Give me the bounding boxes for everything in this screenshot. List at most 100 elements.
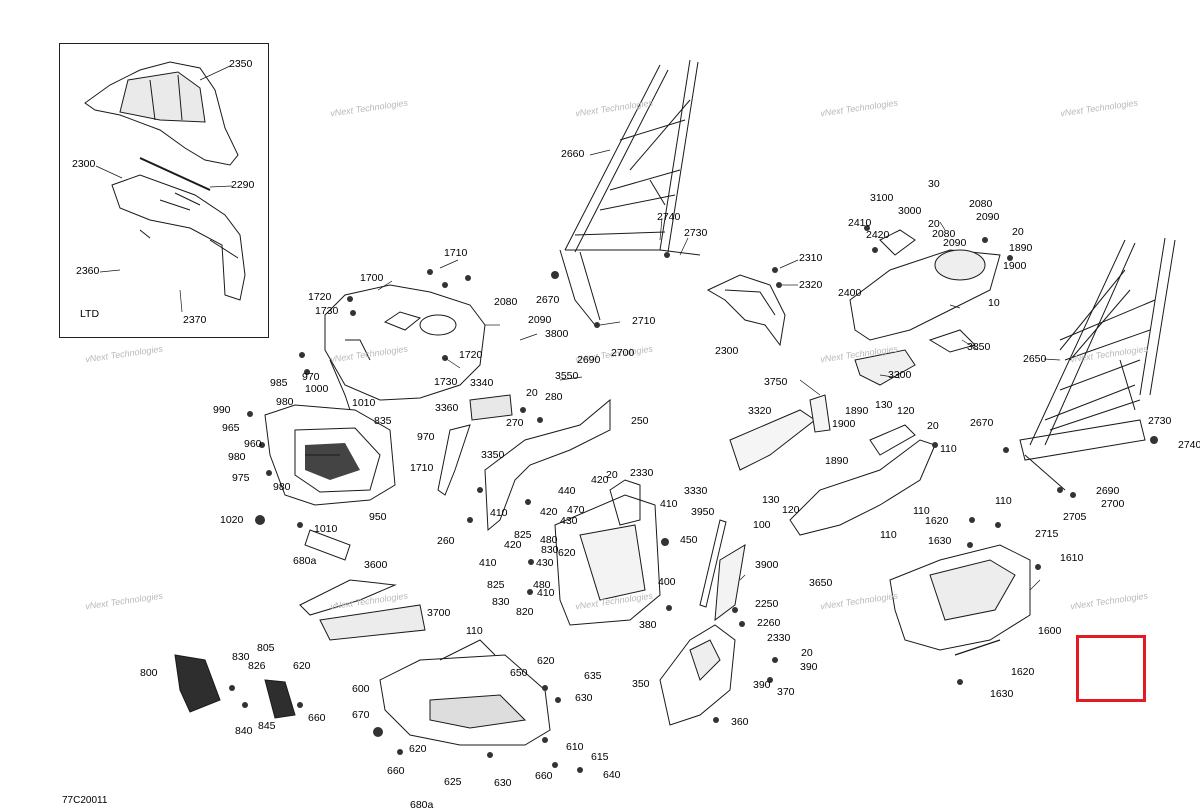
part-callout[interactable]: 130 bbox=[875, 399, 893, 411]
part-callout[interactable]: 960 bbox=[244, 438, 262, 450]
part-callout[interactable]: 390 bbox=[800, 661, 818, 673]
part-callout[interactable]: 950 bbox=[369, 511, 387, 523]
part-callout[interactable]: 625 bbox=[444, 776, 462, 788]
part-callout[interactable]: 620 bbox=[293, 660, 311, 672]
part-callout[interactable]: 1890 bbox=[845, 405, 869, 417]
part-callout[interactable]: 660 bbox=[535, 770, 553, 782]
part-callout[interactable]: 2690 bbox=[1096, 485, 1120, 497]
part-callout[interactable]: 2650 bbox=[1023, 353, 1047, 365]
part-callout[interactable]: 2300 bbox=[72, 158, 96, 170]
part-callout[interactable]: 20 bbox=[801, 647, 813, 659]
part-callout[interactable]: 260 bbox=[437, 535, 455, 547]
part-callout[interactable]: 1620 bbox=[1011, 666, 1035, 678]
part-callout[interactable]: 1890 bbox=[1009, 242, 1033, 254]
part-callout[interactable]: 2310 bbox=[799, 252, 823, 264]
part-callout[interactable]: 820 bbox=[516, 606, 534, 618]
part-callout[interactable]: 620 bbox=[558, 547, 576, 559]
part-callout[interactable]: 110 bbox=[913, 505, 930, 517]
part-callout[interactable]: 420 bbox=[504, 539, 522, 551]
part-callout[interactable]: 1610 bbox=[1060, 552, 1084, 564]
part-callout[interactable]: 2420 bbox=[866, 229, 890, 241]
part-callout[interactable]: 2670 bbox=[536, 294, 560, 306]
part-callout[interactable]: 845 bbox=[258, 720, 276, 732]
part-callout[interactable]: 1730 bbox=[434, 376, 458, 388]
part-callout[interactable]: 2670 bbox=[970, 417, 994, 429]
part-callout[interactable]: 2700 bbox=[611, 347, 635, 359]
part-callout[interactable]: 470 bbox=[567, 504, 585, 516]
part-callout[interactable]: 620 bbox=[537, 655, 555, 667]
part-callout[interactable]: 3850 bbox=[967, 341, 991, 353]
part-callout[interactable]: 430 bbox=[536, 557, 554, 569]
part-callout[interactable]: 830 bbox=[232, 651, 250, 663]
part-callout[interactable]: 2370 bbox=[183, 314, 207, 326]
part-callout[interactable]: 1700 bbox=[360, 272, 384, 284]
part-callout[interactable]: 1600 bbox=[1038, 625, 1062, 637]
part-callout[interactable]: 620 bbox=[409, 743, 427, 755]
part-callout[interactable]: 3650 bbox=[809, 577, 833, 589]
part-callout[interactable]: 835 bbox=[374, 415, 392, 427]
part-callout[interactable]: 610 bbox=[566, 741, 584, 753]
part-callout[interactable]: 20 bbox=[928, 218, 940, 230]
part-callout[interactable]: 440 bbox=[558, 485, 576, 497]
part-callout[interactable]: 825 bbox=[514, 529, 532, 541]
part-callout[interactable]: 990 bbox=[213, 404, 231, 416]
part-callout[interactable]: 270 bbox=[506, 417, 524, 429]
part-callout[interactable]: 430 bbox=[560, 515, 578, 527]
part-callout[interactable]: 110 bbox=[995, 495, 1012, 507]
part-callout[interactable]: 420 bbox=[540, 506, 558, 518]
part-callout[interactable]: 2080 bbox=[969, 198, 993, 210]
part-callout[interactable]: 2080 bbox=[494, 296, 518, 308]
part-callout[interactable]: 2080 bbox=[932, 228, 956, 240]
part-callout[interactable]: 800 bbox=[140, 667, 158, 679]
part-callout[interactable]: 2690 bbox=[577, 354, 601, 366]
part-callout[interactable]: 2330 bbox=[630, 467, 654, 479]
part-callout[interactable]: 2090 bbox=[528, 314, 552, 326]
part-callout[interactable]: 1890 bbox=[825, 455, 849, 467]
part-callout[interactable]: 630 bbox=[575, 692, 593, 704]
part-callout[interactable]: 3950 bbox=[691, 506, 715, 518]
part-callout[interactable]: 3340 bbox=[470, 377, 494, 389]
part-callout[interactable]: 640 bbox=[603, 769, 621, 781]
part-callout[interactable]: 670 bbox=[352, 709, 370, 721]
part-callout[interactable]: 480 bbox=[533, 579, 551, 591]
part-callout[interactable]: 980 bbox=[276, 396, 294, 408]
part-callout[interactable]: 975 bbox=[232, 472, 250, 484]
part-callout[interactable]: 970 bbox=[417, 431, 435, 443]
part-callout[interactable]: 2300 bbox=[715, 345, 739, 357]
part-callout[interactable]: 2360 bbox=[76, 265, 100, 277]
part-callout[interactable]: 615 bbox=[591, 751, 609, 763]
part-callout[interactable]: 1630 bbox=[928, 535, 952, 547]
part-callout[interactable]: 250 bbox=[631, 415, 649, 427]
part-callout[interactable]: 20 bbox=[927, 420, 939, 432]
part-callout[interactable]: 1630 bbox=[990, 688, 1014, 700]
part-callout[interactable]: 450 bbox=[680, 534, 698, 546]
part-callout[interactable]: 1730 bbox=[315, 305, 339, 317]
part-callout[interactable]: 120 bbox=[897, 405, 915, 417]
part-callout[interactable]: 2700 bbox=[1101, 498, 1125, 510]
part-callout[interactable]: 1620 bbox=[925, 515, 949, 527]
part-callout[interactable]: 2730 bbox=[684, 227, 708, 239]
part-callout[interactable]: 2290 bbox=[231, 179, 255, 191]
part-callout[interactable]: 130 bbox=[762, 494, 780, 506]
part-callout[interactable]: 410 bbox=[660, 498, 678, 510]
part-callout[interactable]: 3300 bbox=[888, 369, 912, 381]
part-callout[interactable]: 3600 bbox=[364, 559, 388, 571]
part-callout[interactable]: 3900 bbox=[755, 559, 779, 571]
part-callout[interactable]: 1720 bbox=[459, 349, 483, 361]
part-callout[interactable]: 100 bbox=[753, 519, 771, 531]
highlight-box[interactable] bbox=[1076, 635, 1146, 702]
part-callout[interactable]: 660 bbox=[387, 765, 405, 777]
part-callout[interactable]: 805 bbox=[257, 642, 275, 654]
part-callout[interactable]: 110 bbox=[880, 529, 897, 541]
part-callout[interactable]: 410 bbox=[490, 507, 508, 519]
part-callout[interactable]: 30 bbox=[928, 178, 940, 190]
part-callout[interactable]: 3000 bbox=[898, 205, 922, 217]
part-callout[interactable]: 2710 bbox=[632, 315, 656, 327]
part-callout[interactable]: 3750 bbox=[764, 376, 788, 388]
part-callout[interactable]: 680a bbox=[410, 799, 434, 811]
part-callout[interactable]: 410 bbox=[479, 557, 497, 569]
part-callout[interactable]: 3330 bbox=[684, 485, 708, 497]
part-callout[interactable]: 10 bbox=[988, 297, 1000, 309]
part-callout[interactable]: 1020 bbox=[220, 514, 244, 526]
part-callout[interactable]: 1720 bbox=[308, 291, 332, 303]
